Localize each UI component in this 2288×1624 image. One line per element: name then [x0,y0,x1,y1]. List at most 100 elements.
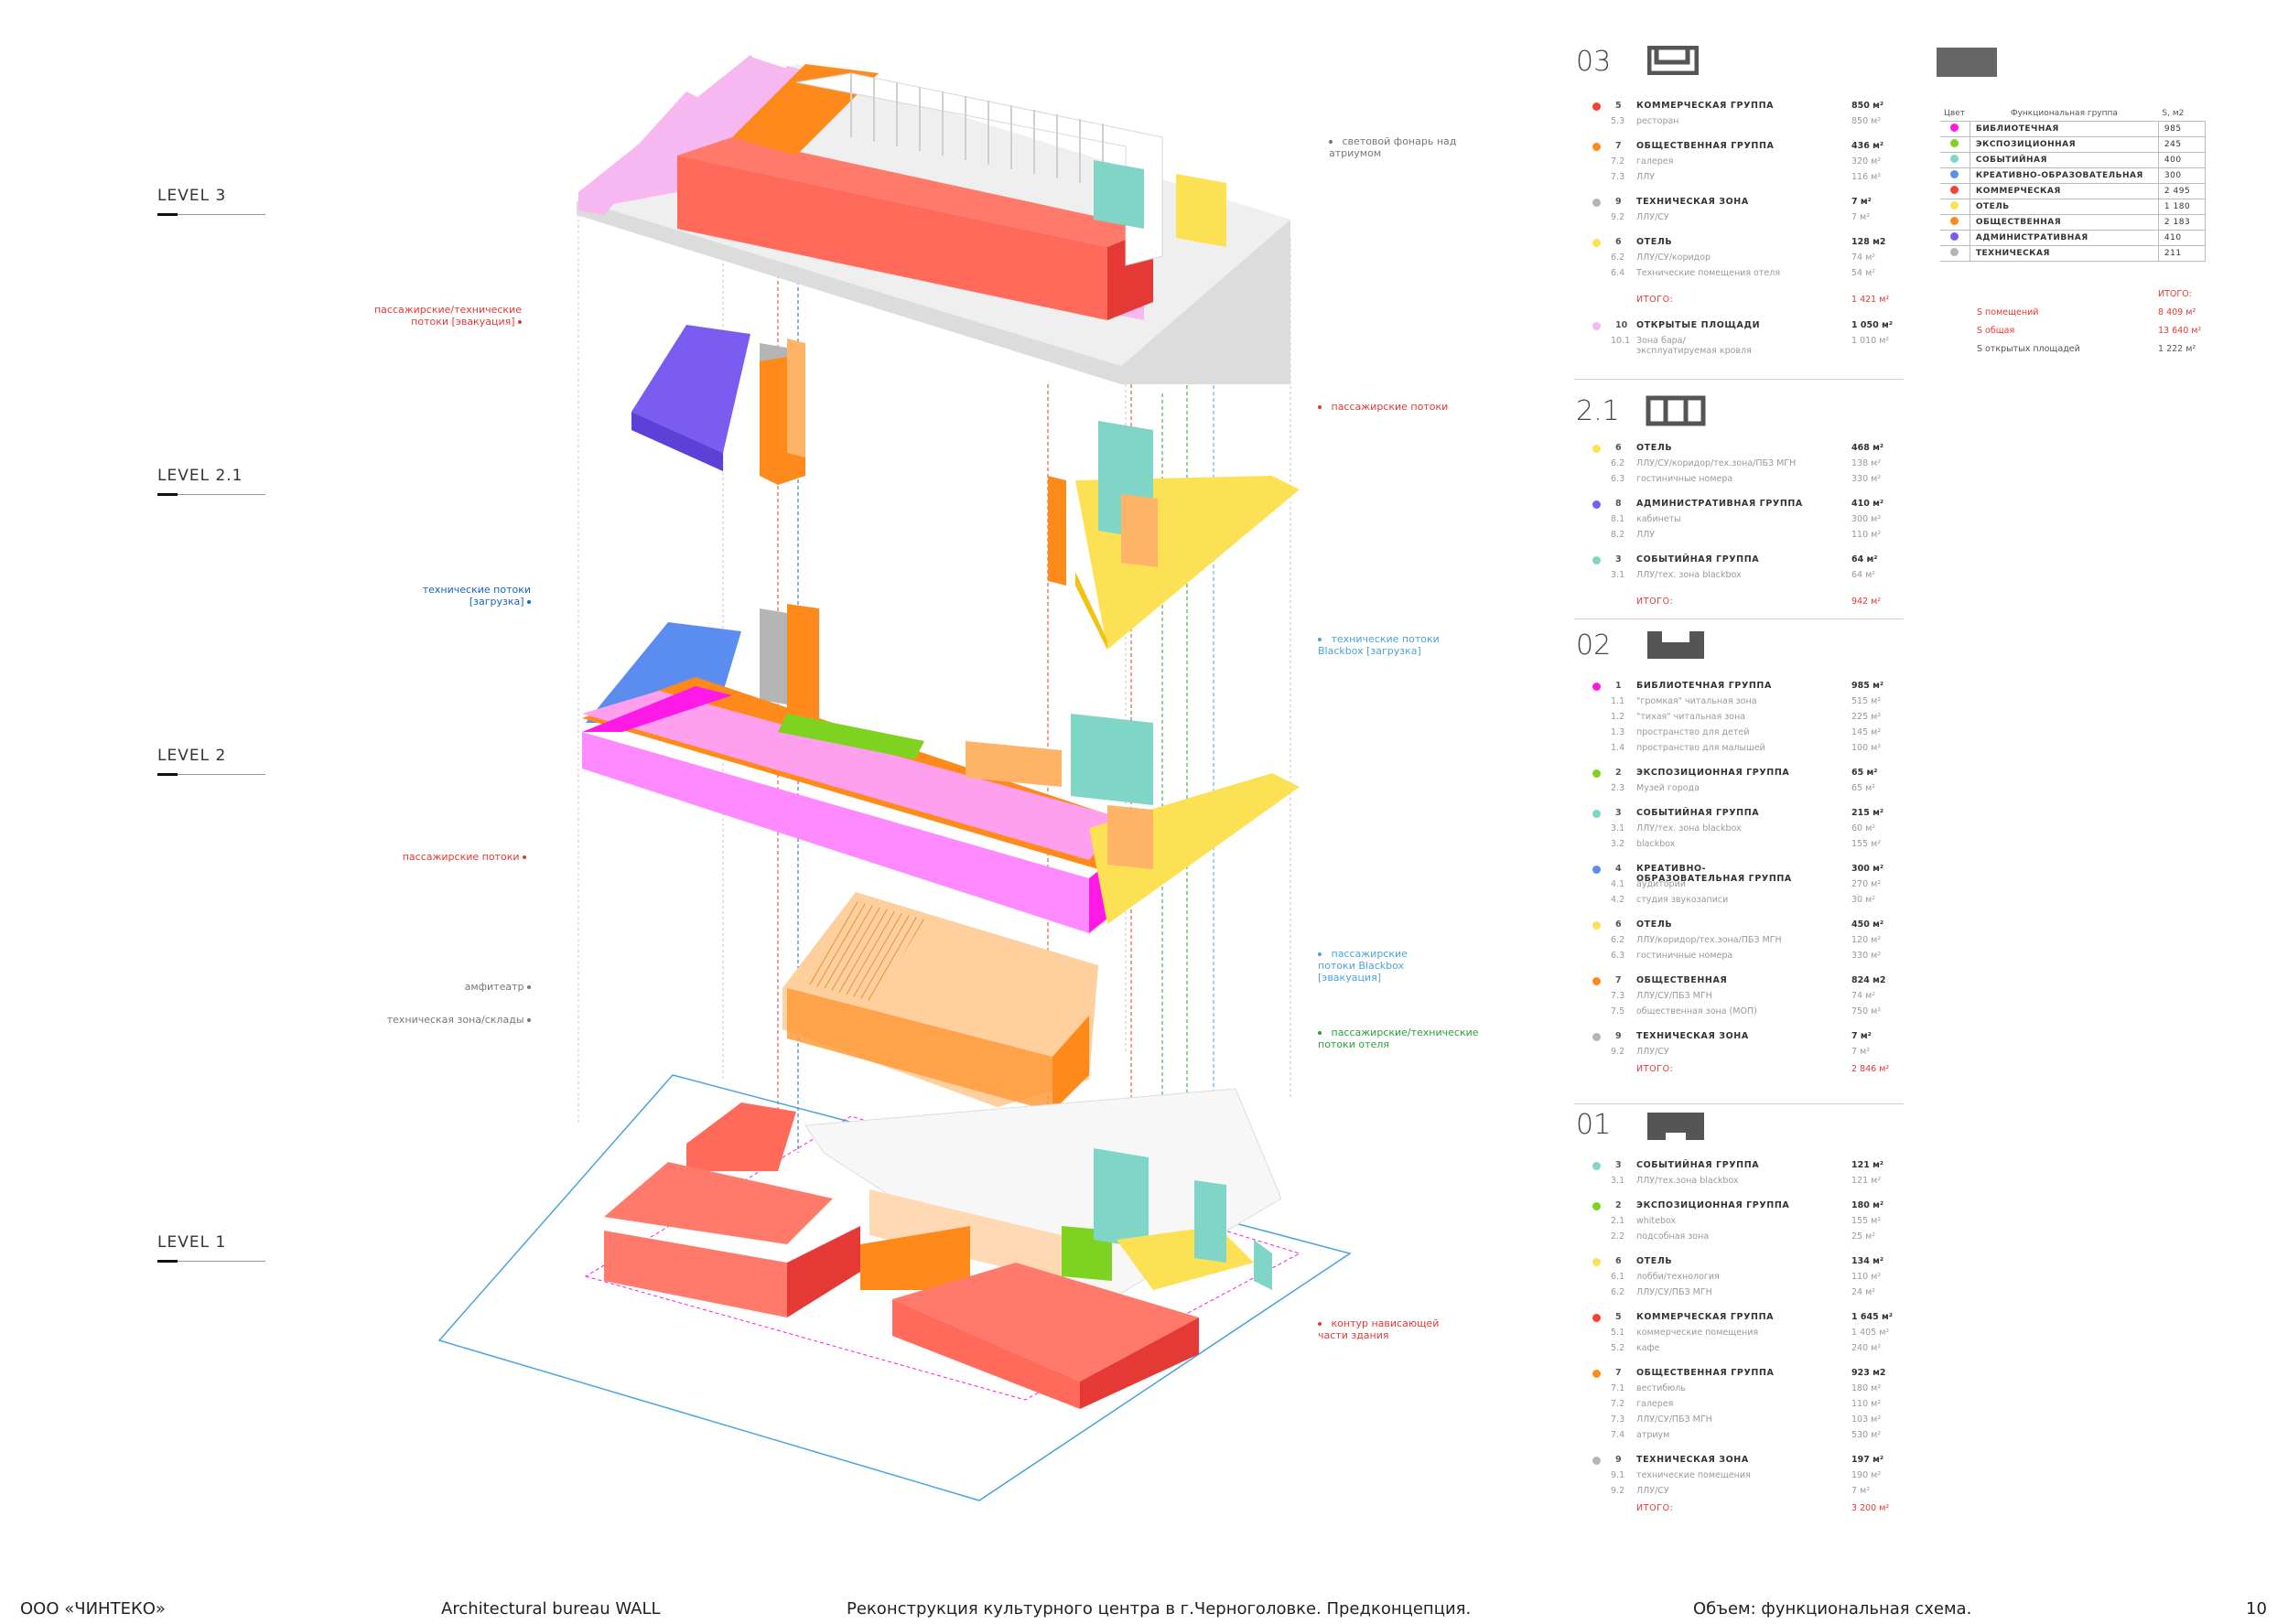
summary-title: ИТОГО: [2158,289,2192,299]
section-total: ИТОГО:2 846 м² [1636,1064,1890,1074]
footer-sheet: Объем: функциональная схема. [1693,1599,1972,1619]
callout-overhang: контур нависающей части здания [1318,1317,1440,1341]
level-1-block [437,1074,1352,1501]
legend-header-area: S, м2 [2162,109,2185,118]
level-2-block [582,604,1300,933]
callout-tech-blackbox-load: технические потоки Blackbox [загрузка] [1318,633,1440,657]
level-3-block [577,55,1290,384]
section-total: ИТОГО:3 200 м² [1636,1503,1890,1513]
legend-header-color: Цвет [1944,109,1966,118]
callout-skylight: световой фонарь над атриумом [1329,135,1457,159]
level-1-rule [157,1260,265,1263]
callout-tech-zone: техническая зона/склады [302,1014,531,1026]
axonometric-diagram [437,55,1352,1501]
section-02-number: 02 [1576,629,1612,661]
floor-02-plan-icon [1647,631,1704,659]
callout-tech-flows-load: технические потоки [загрузка] [422,584,531,608]
level-2-label: LEVEL 2 [157,747,227,765]
footer-bureau: Architectural bureau WALL [441,1599,661,1619]
section-03-number: 03 [1576,46,1612,78]
footer-project: Реконструкция культурного центра в г.Чер… [847,1599,1472,1619]
callout-hotel-flows: пассажирские/технические потоки отеля [1318,1027,1479,1050]
floor-03-plan-icon-filled [1937,48,1997,77]
callout-pass-flows-1: пассажирские потоки [1318,401,1501,413]
section-total: ИТОГО:1 421 м² [1636,295,1890,305]
legend-header: Цвет Функциональная группа S, м2 [1940,106,2206,122]
callout-amphitheater: амфитеатр [348,981,531,993]
callout-pass-blackbox-evac: пассажирские потоки Blackbox [эвакуация] [1318,948,1408,984]
amphitheater-block [782,892,1098,1112]
section-divider [1574,379,1904,380]
callout-pass-tech-evac: пассажирские/технические потоки [эвакуац… [373,304,522,328]
floor-03-plan-icon [1647,46,1699,75]
level-3-rule [157,213,265,216]
level-2-rule [157,773,265,776]
level-2-1-block [631,325,1300,650]
section-01-number: 01 [1576,1109,1612,1141]
callout-pass-flows-2: пассажирские потоки [348,851,526,863]
legend-header-group: Функциональная группа [2010,109,2118,118]
section-divider [1574,618,1904,619]
